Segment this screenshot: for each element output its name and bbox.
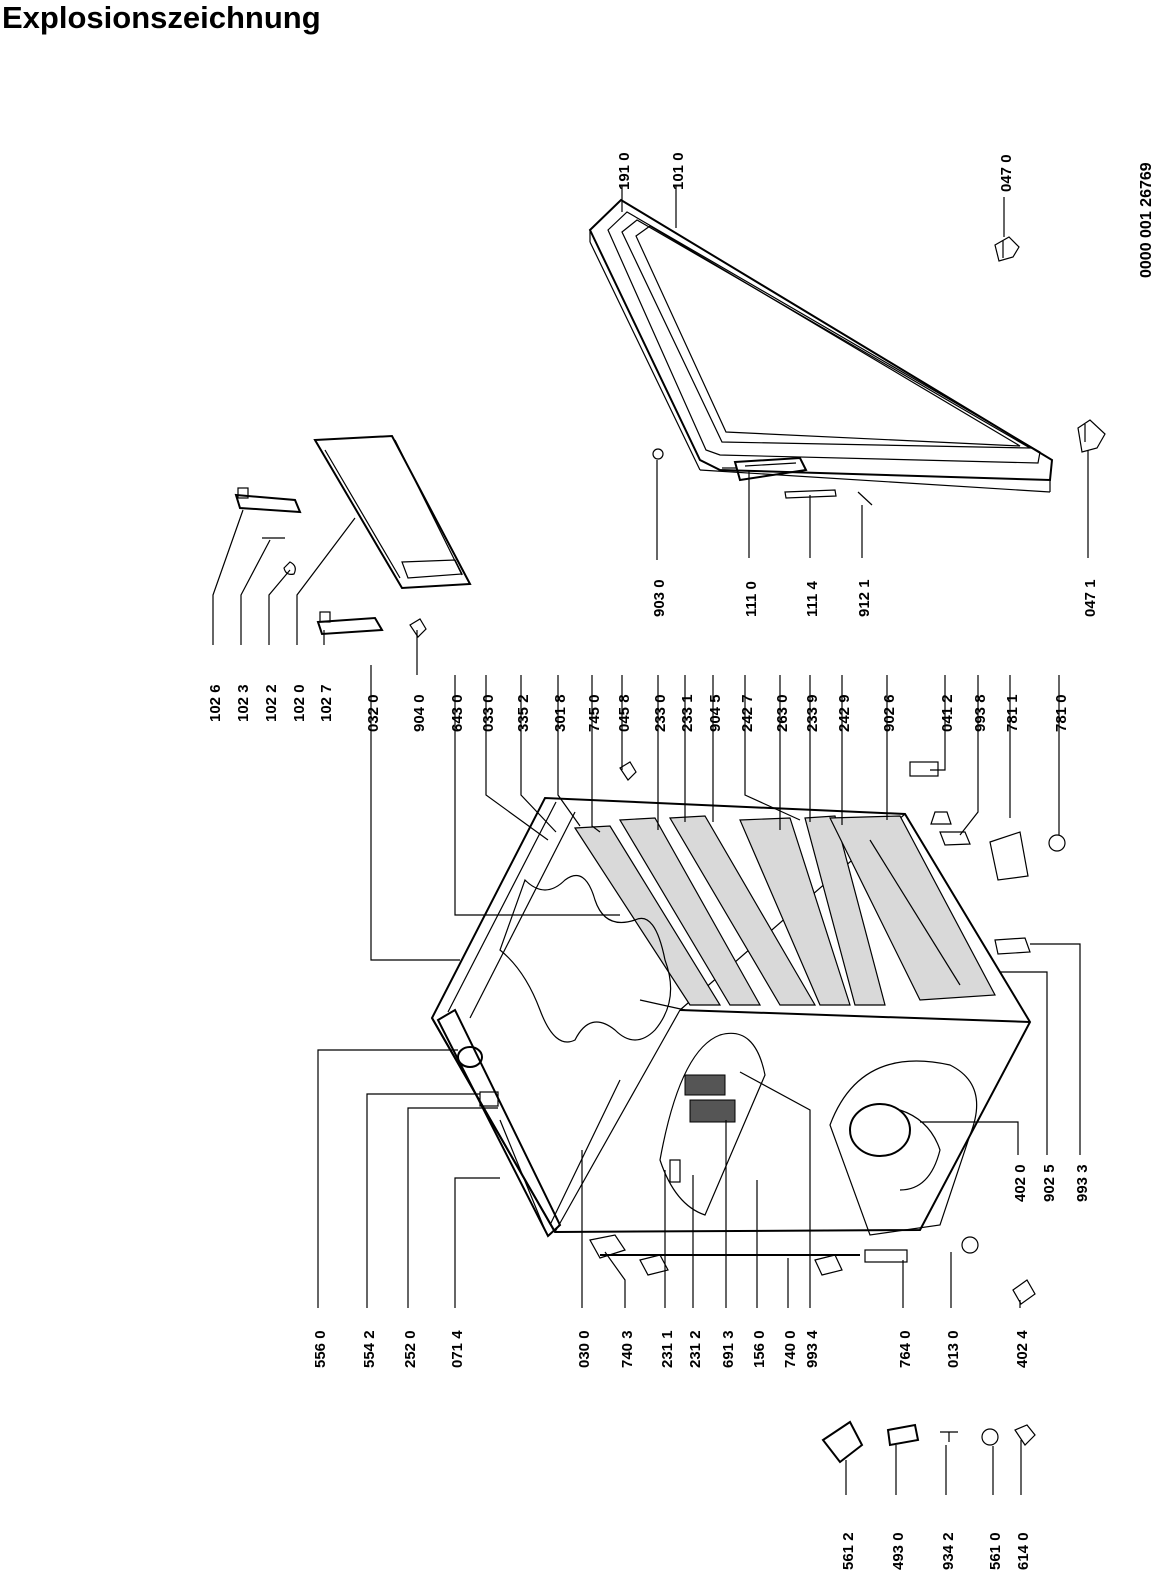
compressor-illustration bbox=[829, 1060, 978, 1236]
part-label: 903 0 bbox=[651, 579, 668, 617]
part-label: 030 0 bbox=[576, 1330, 593, 1368]
part-label: 111 0 bbox=[743, 581, 760, 617]
part-label: 556 0 bbox=[312, 1330, 329, 1368]
part-label: 904 5 bbox=[707, 694, 724, 732]
part-label: 071 4 bbox=[449, 1330, 466, 1368]
part-label: 402 4 bbox=[1014, 1330, 1031, 1368]
part-label: 101 0 bbox=[670, 152, 687, 190]
part-label: 102 3 bbox=[235, 684, 252, 722]
part-label: 335 2 bbox=[515, 694, 532, 732]
part-label: 242 7 bbox=[739, 694, 756, 732]
door-illustration bbox=[588, 198, 1054, 493]
page-title: Explosionszeichnung bbox=[2, 0, 321, 35]
part-label: 111 4 bbox=[804, 580, 821, 617]
part-label: 614 0 bbox=[1015, 1532, 1032, 1570]
part-label: 156 0 bbox=[751, 1330, 768, 1368]
part-label: 745 0 bbox=[586, 694, 603, 732]
part-label: 233 0 bbox=[652, 694, 669, 732]
part-label: 561 0 bbox=[987, 1532, 1004, 1570]
rear-vent-illustration bbox=[659, 1032, 766, 1216]
part-label: 740 0 bbox=[782, 1330, 799, 1368]
part-label: 781 0 bbox=[1053, 694, 1070, 732]
part-label: 033 0 bbox=[480, 694, 497, 732]
part-label: 102 6 bbox=[207, 684, 224, 722]
part-label: 902 6 bbox=[881, 694, 898, 732]
part-label: 231 2 bbox=[687, 1330, 704, 1368]
part-label: 252 0 bbox=[402, 1330, 419, 1368]
part-label: 993 3 bbox=[1074, 1164, 1091, 1202]
part-label: 643 0 bbox=[449, 694, 466, 732]
part-label: 554 2 bbox=[361, 1330, 378, 1368]
part-label: 904 0 bbox=[411, 694, 428, 732]
part-label: 764 0 bbox=[897, 1330, 914, 1368]
part-label: 993 4 bbox=[804, 1330, 821, 1368]
door-handle-illustration bbox=[722, 456, 808, 482]
part-label: 781 1 bbox=[1004, 694, 1021, 732]
part-label: 047 1 bbox=[1082, 579, 1099, 617]
part-labels: 102 6 102 3 102 2 102 0 102 7 032 0 904 … bbox=[207, 152, 1099, 1570]
part-label: 493 0 bbox=[890, 1532, 907, 1570]
part-label: 041 2 bbox=[939, 694, 956, 732]
spare-parts-illustration bbox=[821, 1420, 1036, 1464]
part-label: 047 0 bbox=[998, 154, 1015, 192]
part-label: 993 8 bbox=[972, 694, 989, 732]
part-label: 691 3 bbox=[720, 1330, 737, 1368]
part-label: 013 0 bbox=[945, 1330, 962, 1368]
part-label: 045 8 bbox=[616, 694, 633, 732]
part-label: 301 8 bbox=[552, 694, 569, 732]
leader-lines bbox=[212, 185, 1089, 1495]
part-label: 231 1 bbox=[659, 1330, 676, 1368]
part-label: 902 5 bbox=[1041, 1164, 1058, 1202]
part-label: 242 9 bbox=[836, 694, 853, 732]
shelves-illustration bbox=[573, 815, 996, 1006]
drain-tube-illustration bbox=[589, 1234, 908, 1276]
part-label: 032 0 bbox=[365, 694, 382, 732]
door-small-parts bbox=[652, 236, 1106, 506]
part-label: 934 2 bbox=[940, 1532, 957, 1570]
part-label: 233 9 bbox=[804, 694, 821, 732]
part-label: 402 0 bbox=[1012, 1164, 1029, 1202]
part-label: 561 2 bbox=[840, 1532, 857, 1570]
part-label: 912 1 bbox=[856, 579, 873, 617]
part-label: 102 2 bbox=[263, 684, 280, 722]
evaporator-illustration bbox=[499, 875, 672, 1043]
control-panel-illustration bbox=[436, 1008, 562, 1238]
part-label: 102 7 bbox=[318, 684, 335, 722]
drawing-number: 0000 001 26769 bbox=[1138, 162, 1155, 278]
part-label: 191 0 bbox=[616, 152, 633, 190]
part-label: 102 0 bbox=[291, 684, 308, 722]
top-hinge-illustration bbox=[234, 434, 472, 638]
part-label: 740 3 bbox=[619, 1330, 636, 1368]
part-label: 233 1 bbox=[679, 694, 696, 732]
loose-parts-illustration bbox=[619, 761, 1066, 1305]
part-label: 263 0 bbox=[774, 694, 791, 732]
